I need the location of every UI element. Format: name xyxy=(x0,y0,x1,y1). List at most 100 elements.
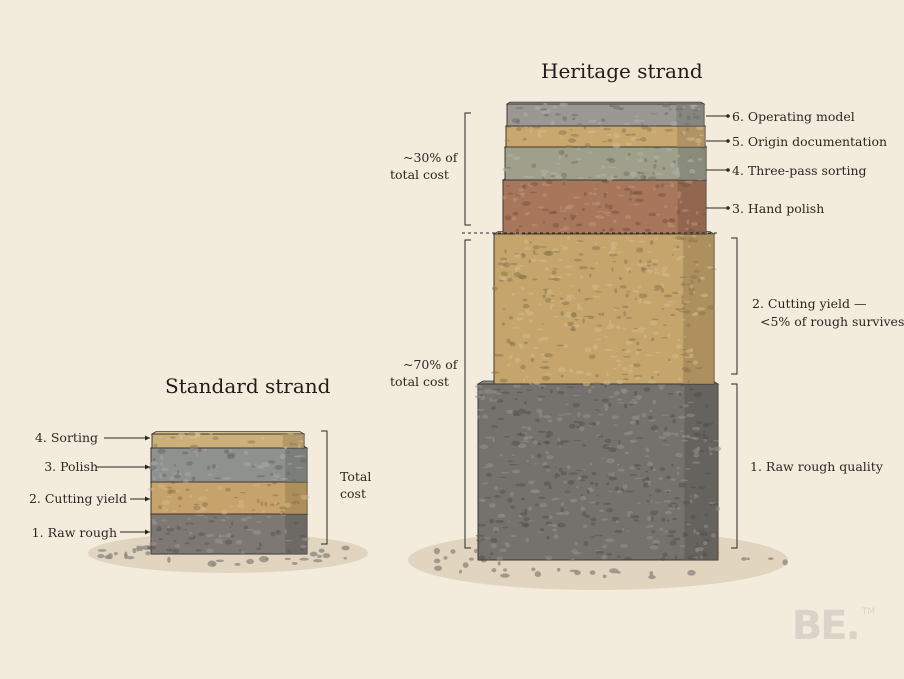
heritage-block-raw-rough-texture xyxy=(560,471,567,476)
heritage-block-cutting-yield-texture xyxy=(699,276,705,280)
heritage-block-cutting-yield-texture xyxy=(671,253,674,256)
heritage-block-hand-polish-texture xyxy=(662,218,669,224)
heritage-block-raw-rough-texture xyxy=(606,508,614,513)
heritage-block-raw-rough-texture xyxy=(596,494,599,497)
heritage-block-operating-model-texture xyxy=(635,115,639,118)
heritage-block-raw-rough-texture xyxy=(623,431,632,436)
standard-block-polish-texture xyxy=(170,476,174,480)
heritage-block-cutting-yield-texture xyxy=(591,284,600,289)
heritage-block-raw-rough-texture xyxy=(658,477,663,481)
heritage-block-raw-rough-texture xyxy=(645,476,650,480)
heritage-block-cutting-yield-texture xyxy=(623,378,629,381)
heritage-block-operating-model-texture xyxy=(540,108,548,111)
heritage-block-raw-rough-texture xyxy=(537,430,547,433)
heritage-block-cutting-yield-texture xyxy=(709,268,717,270)
standard-ground-shadow-pebble xyxy=(318,548,325,553)
heritage-block-operating-model-texture xyxy=(669,108,672,111)
heritage-block-raw-rough-texture xyxy=(572,402,580,408)
standard-block-raw-rough-texture xyxy=(252,529,262,535)
heritage-block-three-pass-sorting-texture xyxy=(653,163,657,169)
standard-block-cutting-yield-texture xyxy=(264,501,268,507)
heritage-block-raw-rough-texture xyxy=(491,425,498,429)
standard-block-raw-rough-texture xyxy=(188,537,194,541)
standard-block-raw-rough-texture xyxy=(270,531,276,537)
heritage-block-cutting-yield-texture xyxy=(678,290,682,294)
heritage-block-raw-rough-texture xyxy=(480,393,483,397)
heritage-block-raw-rough-texture xyxy=(655,488,662,493)
standard-block-cutting-yield-texture xyxy=(283,502,291,508)
heritage-block-raw-rough-texture xyxy=(646,500,651,503)
heritage-block-cutting-yield-texture xyxy=(615,325,621,329)
heritage-block-raw-rough-texture xyxy=(524,435,534,440)
heritage-block-cutting-yield-texture xyxy=(494,353,504,357)
heritage-block-raw-rough-texture xyxy=(545,450,549,455)
heritage-block-raw-rough-texture xyxy=(627,512,630,517)
heritage-block-operating-model-texture xyxy=(571,117,576,121)
standard-block-polish-texture xyxy=(181,451,189,455)
standard-block-sorting-texture xyxy=(287,433,294,435)
heritage-block-raw-rough-texture xyxy=(564,403,569,406)
heritage-block-hand-polish-texture xyxy=(696,210,699,215)
heritage-block-raw-rough-texture xyxy=(618,440,621,445)
heritage-block-cutting-yield-texture xyxy=(558,367,561,372)
heritage-ground-shadow-pebble xyxy=(462,562,469,568)
standard-block-raw-rough-texture xyxy=(158,538,164,541)
heritage-block-cutting-yield-texture xyxy=(638,330,645,333)
heritage-block-cutting-yield-texture xyxy=(552,251,561,253)
heritage-block-three-pass-sorting-texture xyxy=(672,160,676,164)
heritage-block-raw-rough-texture xyxy=(679,405,683,409)
heritage-block-cutting-yield-texture xyxy=(683,336,686,338)
heritage-block-raw-rough-texture xyxy=(510,534,516,538)
heritage-block-hand-polish-texture xyxy=(529,182,539,187)
heritage-block-three-pass-sorting-texture xyxy=(697,178,703,181)
heritage-block-raw-rough-texture xyxy=(493,388,502,391)
heritage-block-cutting-yield-texture xyxy=(554,315,559,318)
heritage-block-cutting-yield-texture xyxy=(589,273,592,278)
standard-block-polish-texture xyxy=(229,449,233,452)
heritage-block-raw-rough-texture xyxy=(538,496,546,500)
heritage-block-operating-model-texture xyxy=(534,105,541,111)
standard-block-cutting-yield-texture xyxy=(201,502,208,507)
heritage-block-cutting-yield-texture xyxy=(619,277,623,280)
heritage-block-three-pass-sorting-texture xyxy=(676,154,680,158)
heritage-block-raw-rough-texture xyxy=(567,479,575,485)
standard-block-raw-rough-texture xyxy=(230,535,235,539)
standard-block-sorting-texture xyxy=(298,440,304,443)
heritage-block-cutting-yield-texture xyxy=(576,306,584,311)
heritage-block-raw-rough-texture xyxy=(494,486,499,491)
heritage-block-cutting-yield-texture xyxy=(535,249,541,254)
heritage-block-cutting-yield-texture xyxy=(560,292,563,294)
heritage-block-cutting-yield-texture xyxy=(642,300,652,305)
heritage-block-cutting-yield-texture xyxy=(544,267,549,271)
heritage-block-raw-rough-texture xyxy=(537,442,542,446)
heritage-block-cutting-yield-texture xyxy=(589,267,595,270)
heritage-block-raw-rough-texture xyxy=(647,516,651,521)
heritage-block-operating-model-texture xyxy=(600,118,606,122)
heritage-block-cutting-yield-texture xyxy=(573,258,583,262)
heritage-block-cutting-yield-texture xyxy=(550,304,555,307)
standard-block-polish-texture xyxy=(206,465,211,470)
heritage-layer-4-label: 4. Three-pass sorting xyxy=(732,163,867,178)
heritage-block-cutting-yield-texture xyxy=(524,239,529,245)
heritage-block-raw-rough-texture xyxy=(594,534,604,537)
heritage-block-origin-documentation-texture xyxy=(584,142,591,148)
heritage-block-cutting-yield-texture xyxy=(693,291,696,294)
heritage-ground-shadow-pebble xyxy=(500,573,510,578)
heritage-ground-shadow-pebble xyxy=(602,574,607,579)
heritage-block-three-pass-sorting-texture xyxy=(570,161,578,164)
heritage-block-raw-rough-texture xyxy=(691,494,695,499)
heritage-block-raw-rough-texture xyxy=(483,388,493,394)
heritage-ground-shadow-pebble xyxy=(741,557,747,561)
heritage-block-cutting-yield-texture xyxy=(671,291,679,295)
heritage-block-raw-rough-texture xyxy=(571,549,578,554)
heritage-block-raw-rough-texture xyxy=(539,502,547,508)
heritage-block-raw-rough-texture xyxy=(687,555,697,561)
heritage-block-raw-rough-texture xyxy=(645,525,653,528)
heritage-block-cutting-yield-texture xyxy=(528,259,532,264)
heritage-block-operating-model-texture xyxy=(686,115,691,121)
heritage-block-operating-model-texture xyxy=(649,113,658,115)
heritage-strand-title: Heritage strand xyxy=(541,59,703,83)
heritage-block-cutting-yield-texture xyxy=(657,373,660,376)
heritage-block-operating-model-texture xyxy=(623,122,631,126)
heritage-block-hand-polish-texture xyxy=(598,206,602,208)
